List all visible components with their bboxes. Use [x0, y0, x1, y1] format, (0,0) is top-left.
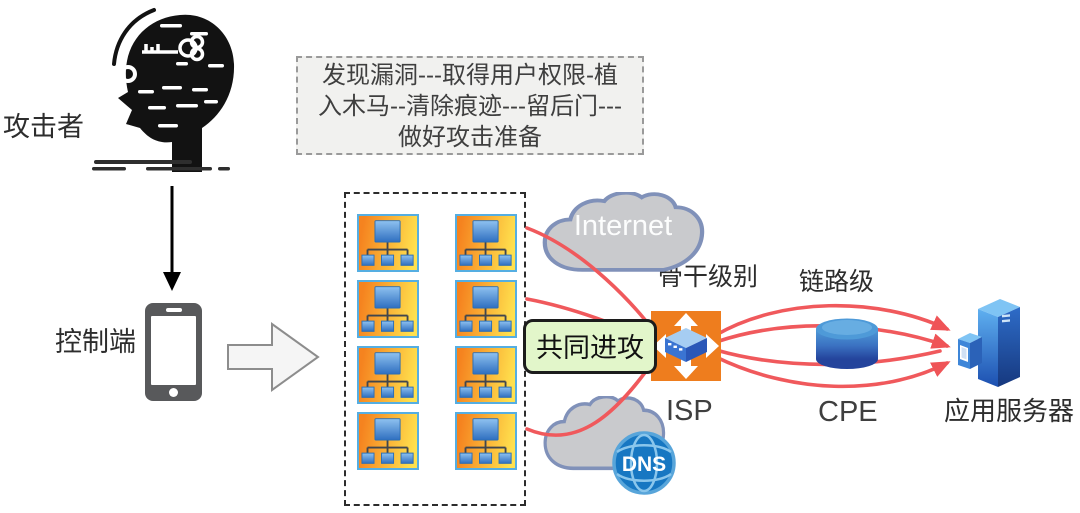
attacker-label: 攻击者: [3, 112, 84, 142]
right-block-arrow: [227, 322, 320, 392]
joint-attack-badge: 共同进攻: [523, 319, 657, 374]
plan-line: 发现漏洞---取得用户权限-植: [322, 62, 618, 89]
app-server-label: 应用服务器: [944, 396, 1075, 426]
router-switch-box: [665, 328, 707, 362]
plan-line: 入木马--清除痕迹---留后门---: [318, 93, 622, 120]
botnet-grid: [344, 192, 526, 506]
botnet-node-icon: [455, 214, 517, 272]
botnet-node-icon: [357, 412, 419, 470]
botnet-node-icon: [455, 346, 517, 404]
isp-label: ISP: [666, 395, 713, 427]
phone-screen: [151, 316, 196, 385]
smartphone-icon: [145, 303, 202, 401]
cpe-cylinder-icon: [816, 318, 878, 369]
botnet-node-icon: [357, 346, 419, 404]
phone-home-button: [169, 388, 178, 397]
botnet-node-icon: [357, 214, 419, 272]
botnet-node-icon: [455, 412, 517, 470]
server-front-box: [958, 333, 982, 369]
app-server-icon: [958, 299, 1020, 387]
ground-lines: [92, 160, 230, 171]
plan-line: 做好攻击准备: [398, 124, 542, 151]
link-level-label: 链路级: [799, 268, 875, 296]
botnet-node-icon: [357, 280, 419, 338]
attack-plan-box: 发现漏洞---取得用户权限-植 入木马--清除痕迹---留后门--- 做好攻击准…: [296, 56, 644, 155]
internet-cloud: Internet: [538, 190, 708, 276]
head-dashes: [138, 24, 224, 128]
cpe-label: CPE: [818, 396, 878, 428]
key-icon: [142, 34, 205, 62]
controller-label: 控制端: [55, 327, 136, 357]
isp-router-icon: [651, 311, 721, 381]
phone-speaker: [165, 308, 182, 312]
eye-circle-icon: [119, 65, 137, 83]
internet-label: Internet: [573, 210, 673, 242]
attacker-head-icon: [92, 8, 235, 173]
dns-label: DNS: [622, 453, 666, 476]
dns-globe-icon: DNS: [612, 431, 676, 495]
botnet-node-icon: [455, 280, 517, 338]
